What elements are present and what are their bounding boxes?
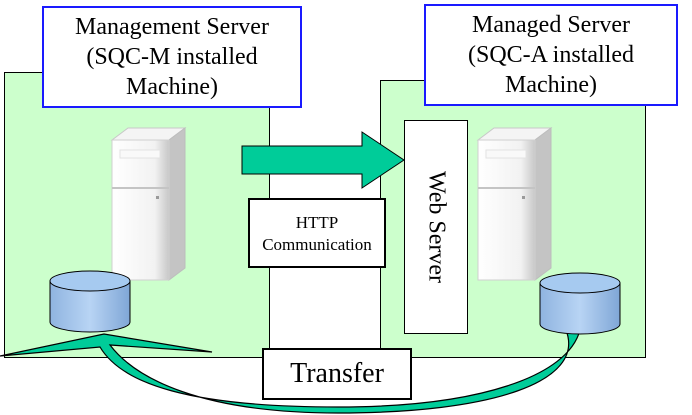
- http-communication-box: HTTP Communication: [248, 198, 386, 268]
- management-server-label: Management Server (SQC-M installed Machi…: [42, 6, 302, 108]
- web-server-box: Web Server: [404, 120, 468, 334]
- http-line2: Communication: [262, 235, 372, 254]
- managed-server-title-line2: (SQC-A installed: [468, 42, 634, 68]
- management-server-title-line3: Machine): [126, 74, 218, 100]
- http-line1: HTTP: [295, 213, 339, 232]
- database-cylinder-icon: [539, 272, 621, 335]
- http-direction-arrow: [241, 131, 405, 189]
- management-server-title-line2: (SQC-M installed: [86, 44, 258, 70]
- management-server-title-line1: Management Server: [75, 14, 269, 40]
- server-tower-icon: [476, 127, 553, 281]
- web-server-label: Web Server: [423, 170, 450, 284]
- managed-server-title-line3: Machine): [505, 72, 597, 98]
- transfer-label: Transfer: [290, 358, 384, 389]
- transfer-label-box: Transfer: [262, 348, 412, 400]
- server-tower-icon: [110, 127, 187, 281]
- managed-server-title-line1: Managed Server: [472, 12, 630, 38]
- managed-server-label: Managed Server (SQC-A installed Machine): [424, 4, 678, 106]
- transfer-arrow: [0, 329, 581, 414]
- database-cylinder-icon: [49, 270, 131, 333]
